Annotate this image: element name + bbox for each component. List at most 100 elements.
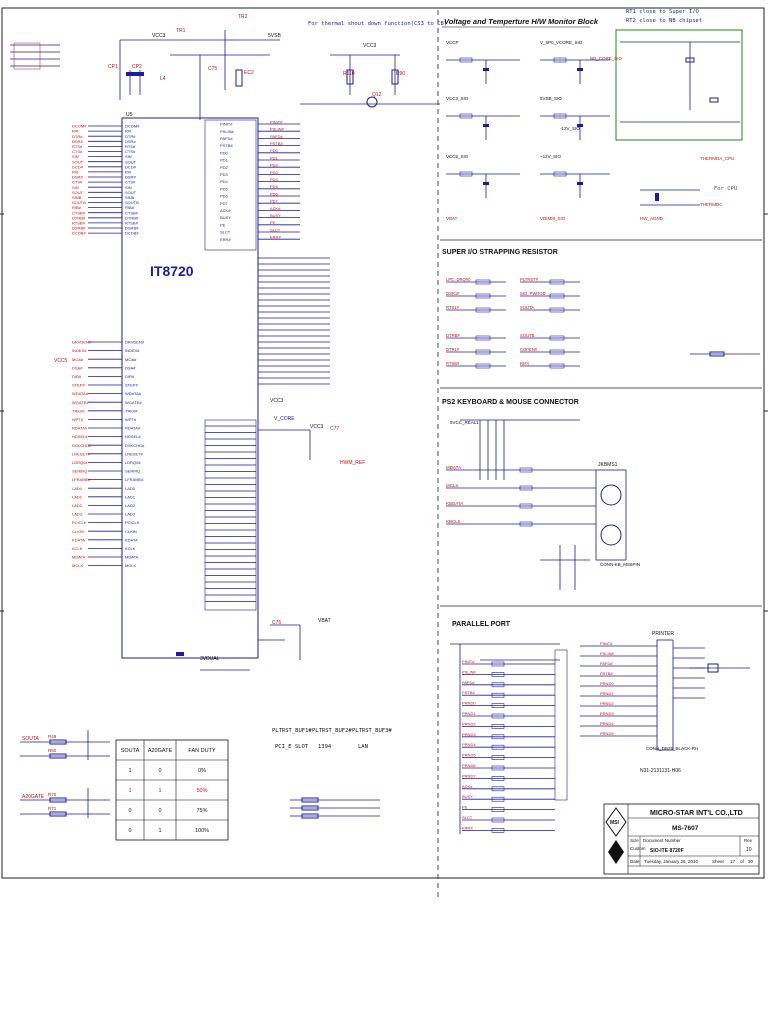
rt-close-box xyxy=(615,29,743,141)
voltage-net-label: VCC3_SIO xyxy=(446,96,469,101)
right-net-label: PD2 xyxy=(270,163,279,168)
superio-resistor xyxy=(549,279,565,285)
right-net-label: PD1 xyxy=(270,155,279,160)
chip-left-pin: SIN xyxy=(125,154,132,159)
msi-logo-icon xyxy=(605,807,627,837)
parallel-net-label: ERR# xyxy=(462,825,473,830)
size-value: Custom xyxy=(630,846,646,851)
parallel-resistor xyxy=(491,807,505,812)
parallel-net-label-right: PSTB# xyxy=(600,671,613,676)
superio-net-label: LPC_DRQ#0 xyxy=(446,277,471,282)
company-name: MICRO-STAR INT'L CO.,LTD xyxy=(650,810,743,817)
title-block: MSI MICRO-STAR INT'L CO.,LTD MS-7607 Siz… xyxy=(603,803,760,875)
doc-label: Document Number xyxy=(643,838,681,843)
it8720-chip: U5 IT8720 DCOM#RI#DTR#DSR#RTS#CTS#SINSOU… xyxy=(88,112,330,659)
chip-mid-pin: CLKIN xyxy=(125,529,137,534)
ref-c75: CP1 xyxy=(108,64,118,70)
mid-net-label: DRVDEN0 xyxy=(72,340,92,345)
chip-mid-pin: KCLK xyxy=(125,546,136,551)
doc-value: SIO-ITE 8720F xyxy=(650,848,684,854)
chip-right-pin: PD6 xyxy=(220,194,229,199)
parallel-net-label: PE xyxy=(462,805,468,810)
parallel-conn: CONN_DB25_BLACK-RH xyxy=(646,746,698,751)
ps2-inductor xyxy=(519,467,533,473)
parallel-resistor xyxy=(491,796,505,802)
ref-vbat: VBAT xyxy=(318,618,331,624)
voltage-resistor xyxy=(553,171,567,177)
parallel-nets: PINIT#PINIT#PSLIN#PSLIN#PAFD#PAFD#PSTB#P… xyxy=(462,641,705,833)
voltage-resistor xyxy=(459,171,473,177)
sheet-label: Sheet xyxy=(712,859,725,864)
fan-r49: R49 xyxy=(48,734,57,739)
fan-table-cell: 0 xyxy=(128,828,131,834)
parallel-net-label-right: PRND2 xyxy=(600,701,614,706)
chip-mid-pin: WGATE# xyxy=(125,400,142,405)
chip-mid-pin: LAD0 xyxy=(125,486,136,491)
pltrst-buf3: PLTRST_BUF3# xyxy=(352,728,392,734)
mid-net-label: KCLK xyxy=(72,546,83,551)
voltage-resistor xyxy=(459,113,473,119)
chip-right-pin: SLCT xyxy=(220,230,231,235)
chip-right-pin: PSLIN# xyxy=(220,129,235,134)
db25-connector xyxy=(656,639,674,751)
fan-table-cell: 0% xyxy=(198,768,206,774)
ref-3vdual: 3VDUAL xyxy=(200,656,220,662)
mid-net-label: LAD1 xyxy=(72,494,83,499)
super-io-title: SUPER I/O STRAPPING RESISTOR xyxy=(442,249,558,256)
voltage-net-label: NB_CORE_SIO xyxy=(590,56,623,61)
chip-name: IT8720 xyxy=(150,263,194,279)
chip-left-pin: DTR# xyxy=(125,134,136,139)
ps2-net-label: 5VCC_REAL1 xyxy=(450,420,479,425)
chip-left-pin: RTSB# xyxy=(125,221,139,226)
voltage-net-label: THERMDC xyxy=(700,202,723,207)
chip-right-pin: PD1 xyxy=(220,158,229,163)
right-net-label: PE xyxy=(270,220,276,225)
left-net-label: RI# xyxy=(72,170,79,175)
chip-mid-pin: INDEX# xyxy=(125,348,140,353)
ps2-inductor xyxy=(519,503,533,509)
mid-net-label: LFRAME# xyxy=(72,477,91,482)
chip-mid-pin: LFRAME# xyxy=(125,477,144,482)
fan-r71: R71 xyxy=(48,806,57,811)
chip-mid-pin: HDSEL# xyxy=(125,434,141,439)
parallel-net-label: PRND6 xyxy=(462,763,476,768)
pltrst-buf1: PLTRST_BUF1# xyxy=(272,728,312,734)
msi-logo-mark-icon xyxy=(608,840,624,864)
parallel-resistor xyxy=(491,703,505,708)
superio-resistor xyxy=(475,293,491,299)
parallel-net-label: PRND1 xyxy=(462,711,476,716)
chip-right-pins: PINIT#PSLIN#PAFD#PSTB#PD0PD1PD2PD3PD4PD5… xyxy=(220,122,300,242)
left-net-label: DSR# xyxy=(72,175,83,180)
superio-resistor xyxy=(475,307,491,313)
parallel-net-label-right: PRND5 xyxy=(600,731,614,736)
chip-right-pin: PSTB# xyxy=(220,143,233,148)
mid-net-label: MCLK xyxy=(72,563,83,568)
ps2-conn-label: CONN-KB_MS6PIN xyxy=(600,562,640,567)
voltage-net-label: HW_AGND xyxy=(640,216,664,221)
left-net-label: CTSB# xyxy=(72,210,86,215)
chip-left-pin: SINB xyxy=(125,195,135,200)
parallel-title: PARALLEL PORT xyxy=(452,621,511,628)
left-net-label: RIB# xyxy=(72,205,82,210)
parallel-resistor xyxy=(491,692,505,698)
chip-left-pin: RI# xyxy=(125,170,132,175)
chip-left-pin: CTS# xyxy=(125,149,136,154)
ref-vcc3-thermal: VCC3 xyxy=(363,43,377,49)
left-net-label: SIN xyxy=(72,154,79,159)
superio-resistor xyxy=(549,293,565,299)
parallel-net-label-right: PAFD# xyxy=(600,661,613,666)
ref-vcc3-b: VCC3 xyxy=(310,424,324,430)
ref-cp1: TR1 xyxy=(176,28,186,34)
voltage-cap xyxy=(577,124,583,127)
super-io-section: SUPER I/O STRAPPING RESISTOR LPC_DRQ#0DS… xyxy=(442,249,760,369)
chip-right-pin: PD0 xyxy=(220,150,229,155)
chip-misc: VCC3 VCC3 HWM_REF V_CORE C76 VBAT C77 3V… xyxy=(54,358,365,671)
chip-left-pin: DSR# xyxy=(125,139,136,144)
parallel-resistor xyxy=(491,744,505,750)
parallel-net-label: PRND3 xyxy=(462,732,476,737)
superio-net-label: DTR1# xyxy=(446,347,460,352)
parallel-net-label: PRND5 xyxy=(462,753,476,758)
chip-left-pin: CTSB# xyxy=(125,210,139,215)
